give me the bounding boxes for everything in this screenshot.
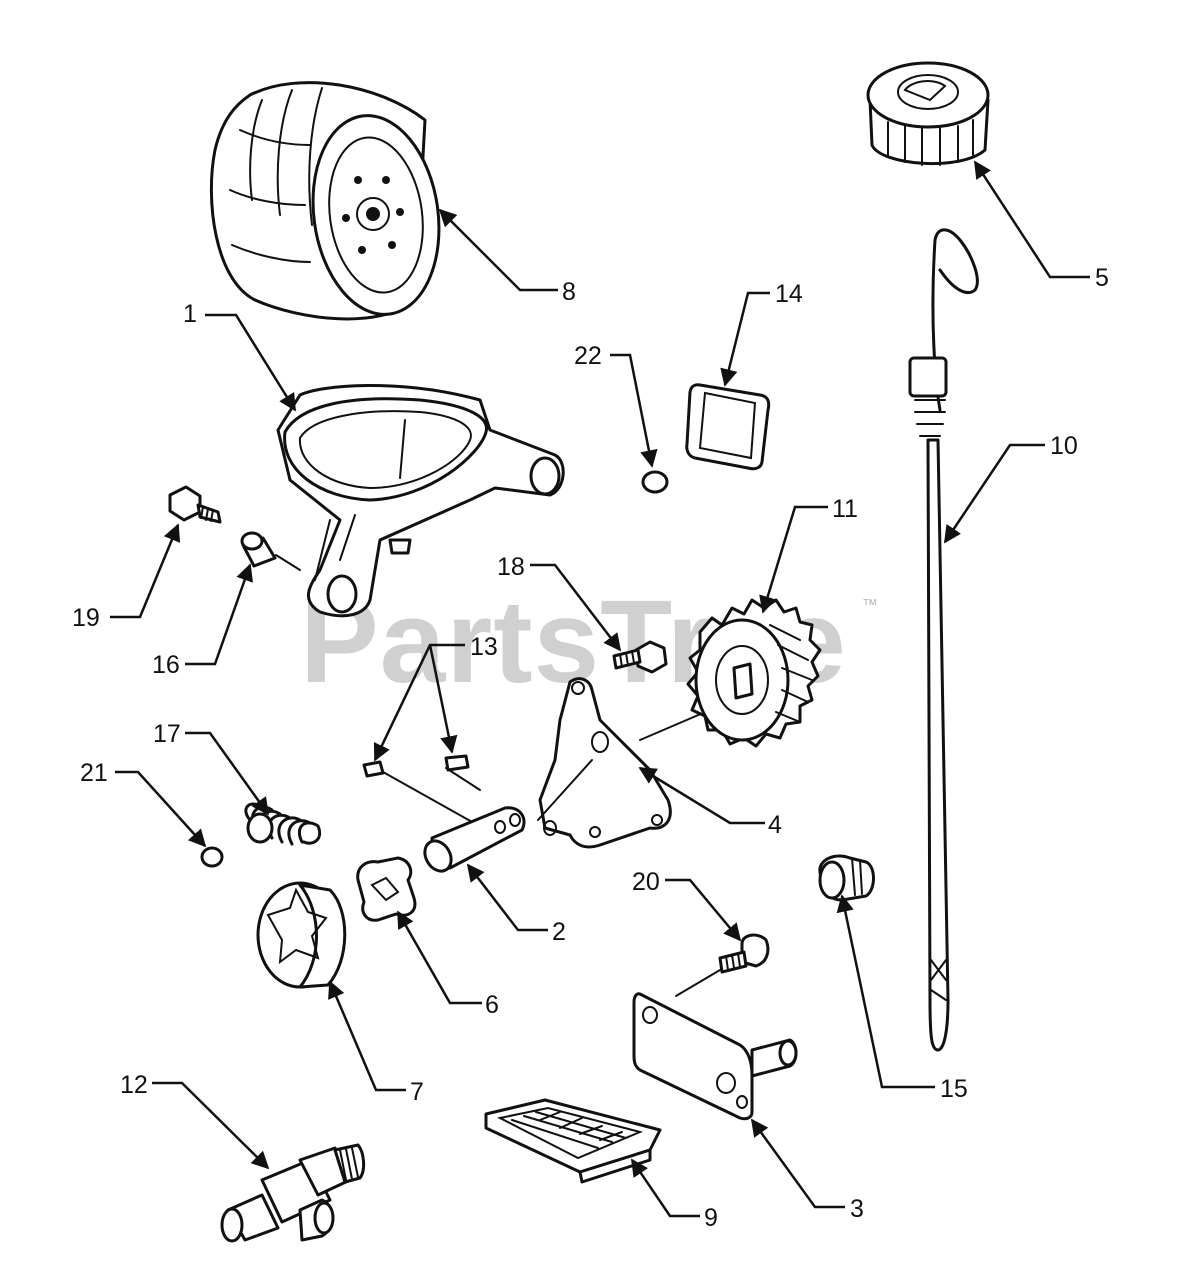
part-20-screw[interactable]	[675, 933, 770, 997]
callout-17: 17	[153, 720, 181, 748]
callout-22: 22	[574, 342, 602, 370]
part-12-fitting[interactable]	[220, 1143, 366, 1243]
leader-6	[396, 910, 482, 1005]
callout-15: 15	[940, 1075, 968, 1103]
leader-7	[328, 980, 406, 1092]
watermark-trademark: ™	[862, 597, 878, 614]
leader-13b	[428, 644, 458, 754]
leader-lines	[110, 160, 1090, 1218]
callout-4: 4	[768, 811, 782, 839]
part-16-bushing[interactable]	[240, 531, 301, 571]
leader-17	[185, 731, 270, 816]
part-10-dipstick[interactable]	[908, 228, 979, 1052]
leader-15	[836, 894, 935, 1089]
leader-14	[720, 291, 770, 387]
leader-9	[630, 1158, 700, 1218]
leader-18	[530, 563, 622, 652]
part-15-plug[interactable]	[818, 854, 875, 902]
leader-4	[638, 766, 765, 825]
leader-3	[750, 1118, 845, 1209]
callout-3: 3	[850, 1195, 864, 1223]
callout-labels: 1 2 3 4 5 6 7 8 9 10 11 12 13 14 15 16 1…	[72, 264, 1109, 1232]
leader-22	[610, 353, 658, 468]
part-4-pump-plate[interactable]	[537, 677, 711, 849]
callout-12: 12	[120, 1071, 148, 1099]
callout-2: 2	[552, 918, 566, 946]
leader-20	[665, 878, 742, 942]
part-2-shaft[interactable]	[420, 806, 526, 876]
callout-19: 19	[72, 604, 100, 632]
leader-12	[152, 1081, 270, 1170]
callout-14: 14	[775, 280, 803, 308]
callout-16: 16	[152, 651, 180, 679]
callout-8: 8	[562, 278, 576, 306]
part-19-bolt[interactable]	[168, 485, 222, 524]
part-1-oil-pickup[interactable]	[276, 384, 565, 618]
part-6-inner-rotor[interactable]	[356, 856, 417, 922]
callout-21: 21	[80, 759, 108, 787]
callout-9: 9	[704, 1204, 718, 1232]
part-3-bracket[interactable]	[632, 992, 798, 1121]
callout-5: 5	[1095, 264, 1109, 292]
leader-2	[466, 863, 548, 932]
callout-6: 6	[485, 991, 499, 1019]
leader-8	[438, 208, 558, 292]
part-11-gear[interactable]	[686, 598, 822, 748]
leader-11	[759, 505, 828, 614]
part-14-gasket[interactable]	[685, 383, 771, 471]
part-9-screen[interactable]	[484, 1098, 662, 1184]
part-7-outer-rotor[interactable]	[256, 881, 347, 989]
leader-1	[205, 313, 297, 412]
callout-18: 18	[497, 553, 525, 581]
callout-11: 11	[832, 495, 858, 523]
part-22-o-ring[interactable]	[641, 470, 669, 494]
callout-10: 10	[1050, 432, 1078, 460]
leader-21	[115, 770, 207, 848]
leader-5	[973, 160, 1090, 279]
callout-1: 1	[183, 300, 197, 328]
part-21-ball[interactable]	[200, 846, 224, 868]
callout-20: 20	[632, 868, 660, 896]
part-18-bolt[interactable]	[612, 640, 668, 674]
leader-16	[185, 563, 253, 666]
part-8-oil-filter[interactable]	[209, 81, 451, 323]
callout-13: 13	[470, 633, 498, 661]
leader-19	[110, 523, 181, 619]
callout-7: 7	[410, 1078, 424, 1106]
leader-10	[943, 443, 1045, 544]
part-17-spring[interactable]	[244, 802, 321, 846]
part-5-oil-cap[interactable]	[866, 61, 990, 166]
part-13-pins[interactable]	[362, 754, 491, 833]
